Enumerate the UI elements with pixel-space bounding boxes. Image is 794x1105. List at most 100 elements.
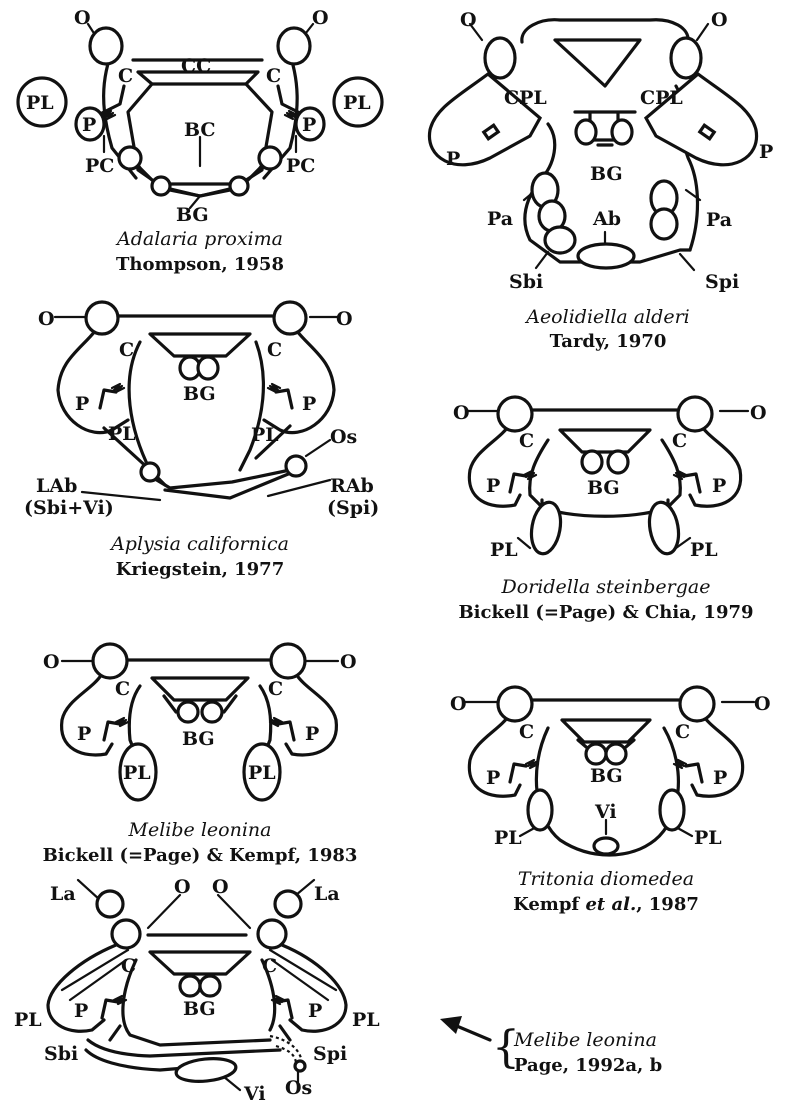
label-c: C [267, 339, 282, 361]
label-o: O [174, 876, 191, 898]
citation: Bickell (=Page) & Chia, 1979 [458, 602, 753, 623]
label-pl: PL [343, 92, 371, 114]
species-name: Aplysia californica [109, 533, 289, 555]
label-p: P [305, 723, 319, 745]
citation: Thompson, 1958 [116, 254, 284, 275]
label-o: O [340, 651, 357, 673]
label-o: O [212, 876, 229, 898]
diagram-melibe-leonina-1983: O O C C P P BG PL PL Melibe leonina Bick… [43, 644, 358, 866]
label-c: C [268, 678, 283, 700]
label-spi: Spi [313, 1043, 347, 1065]
label-pl: PL [123, 762, 151, 784]
label-p: P [77, 723, 91, 745]
label-vi: Vi [243, 1083, 266, 1105]
label-p: P [713, 767, 727, 789]
label-o: O [453, 402, 470, 424]
label-c: C [115, 678, 130, 700]
label-p: P [759, 141, 773, 163]
species-name: Doridella steinbergae [501, 576, 711, 598]
label-bc: BC [184, 119, 216, 141]
label-c: C [519, 430, 534, 452]
species-name: Tritonia diomedea [518, 868, 694, 890]
label-c: C [672, 430, 687, 452]
label-lab-sub: (Sbi+Vi) [24, 497, 114, 519]
label-la: La [314, 883, 340, 905]
label-p: P [302, 393, 316, 415]
label-rab-sub: (Spi) [327, 497, 379, 519]
citation: Tardy, 1970 [550, 331, 667, 352]
label-bg: BG [590, 765, 623, 787]
label-pc: PC [85, 155, 114, 177]
citation: Kempf et al., 1987 [513, 894, 699, 915]
label-bg: BG [590, 163, 623, 185]
label-p: P [486, 767, 500, 789]
label-cpl: CPL [640, 87, 683, 109]
label-c: C [118, 65, 133, 87]
label-sbi: Sbi [44, 1043, 78, 1065]
diagram-aeolidiella-alderi: O O CPL CPL P P BG Pa Pa Ab Sbi Spi Aeol… [429, 9, 773, 352]
diagram-adalaria-proxima: O O C C CC PL PL P P BC PC PC BG Adalari… [18, 7, 382, 275]
label-pl: PL [251, 424, 279, 446]
label-pl: PL [694, 827, 722, 849]
label-c: C [121, 955, 136, 977]
label-pl: PL [248, 762, 276, 784]
label-pl: PL [26, 92, 54, 114]
label-o: O [754, 693, 771, 715]
citation-year: , 1987 [636, 894, 699, 915]
species-name: Melibe leonina [513, 1029, 657, 1051]
label-bg: BG [587, 477, 620, 499]
label-p: P [74, 1000, 88, 1022]
label-o: O [450, 693, 467, 715]
citation-et-al: et al. [585, 894, 636, 915]
label-p: P [308, 1000, 322, 1022]
label-o: O [460, 9, 477, 31]
label-o: O [750, 402, 767, 424]
label-vi: Vi [594, 801, 617, 823]
citation: Kriegstein, 1977 [116, 559, 284, 580]
citation-author: Kempf [513, 894, 585, 915]
label-c: C [119, 339, 134, 361]
citation: Page, 1992a, b [514, 1055, 662, 1076]
label-la: La [50, 883, 76, 905]
label-p: P [82, 114, 96, 136]
label-pl: PL [690, 539, 718, 561]
label-bg: BG [183, 998, 216, 1020]
label-o: O [711, 9, 728, 31]
species-name: Aeolidiella alderi [524, 306, 690, 328]
label-sbi: Sbi [509, 271, 543, 293]
label-bg: BG [176, 204, 209, 226]
arrow-head-icon [440, 1016, 462, 1034]
label-c: C [675, 721, 690, 743]
label-cc: CC [181, 55, 211, 77]
label-pl: PL [14, 1009, 42, 1031]
diagram-tritonia-diomedea: O O C C P P BG Vi PL PL Tritonia diomede… [450, 687, 771, 915]
citation: Bickell (=Page) & Kempf, 1983 [43, 845, 358, 866]
species-name: Melibe leonina [128, 819, 272, 841]
label-pl: PL [490, 539, 518, 561]
label-pc: PC [286, 155, 315, 177]
label-bg: BG [182, 728, 215, 750]
species-name: Adalaria proxima [115, 228, 283, 250]
label-lab: LAb [36, 475, 77, 497]
label-c: C [266, 65, 281, 87]
label-p: P [75, 393, 89, 415]
label-p: P [486, 475, 500, 497]
label-o: O [336, 308, 353, 330]
label-pl: PL [352, 1009, 380, 1031]
label-o: O [74, 7, 91, 29]
label-p: P [446, 148, 460, 170]
label-o: O [312, 7, 329, 29]
diagram-doridella-steinbergae: O O C C P P BG PL PL Doridella steinberg… [453, 397, 767, 623]
label-spi: Spi [705, 271, 739, 293]
label-ab: Ab [592, 208, 621, 230]
label-p: P [712, 475, 726, 497]
label-o: O [43, 651, 60, 673]
label-c: C [262, 955, 277, 977]
label-pa: Pa [487, 208, 513, 230]
label-cpl: CPL [504, 87, 547, 109]
label-c: C [519, 721, 534, 743]
label-pa: Pa [706, 209, 732, 231]
melibe-1992-caption: { Melibe leonina Page, 1992a, b [440, 1016, 662, 1076]
